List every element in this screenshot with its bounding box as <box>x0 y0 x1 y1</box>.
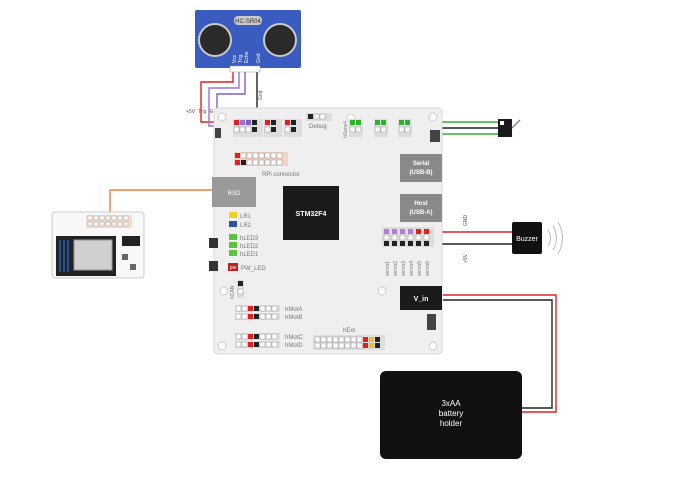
host-sublabel: (USB-A) <box>410 210 433 216</box>
rsd-label: RSD <box>228 191 241 197</box>
servo-label-2: servo2 <box>393 261 399 276</box>
wifi-module <box>51 211 145 279</box>
servo-headers[interactable] <box>382 227 434 247</box>
hsens5-header[interactable] <box>374 119 388 137</box>
led-lr2 <box>229 221 237 227</box>
pw-badge-label: pw <box>230 265 237 271</box>
hsens4-header[interactable] <box>349 119 363 137</box>
wire-label-gnd: Gnd <box>258 90 264 100</box>
led-lr1-label: LR1 <box>240 214 252 220</box>
led-lr2-label: LR2 <box>240 223 252 229</box>
mcu-chip <box>283 186 339 240</box>
led-hled3-label: hLED3 <box>240 236 259 242</box>
rsd-connector[interactable] <box>212 177 256 207</box>
ultrasonic-sensor: HC-SR04 Vcc Trig Echo Gnd <box>195 10 301 73</box>
wire-label-buzzer-5v: +5V <box>463 253 469 263</box>
debug-header[interactable] <box>306 113 332 121</box>
can-label: hCAN <box>230 285 236 299</box>
host-label: Host <box>414 201 427 207</box>
led-hled3 <box>229 234 237 240</box>
wire-vcc <box>200 72 234 123</box>
hsens1-header[interactable] <box>233 119 263 137</box>
mcu-label: STM32F4 <box>296 211 327 218</box>
hsens6-header[interactable] <box>398 119 412 137</box>
battery-label-1: 3xAA <box>441 399 461 408</box>
wire-label-5v: +5V <box>186 109 196 115</box>
battery-label-3: holder <box>440 419 463 428</box>
motor-label-b: hMotB <box>285 315 302 321</box>
battery-holder: 3xAA battery holder <box>380 371 522 459</box>
control-board: Debug hSens4 <box>209 107 443 355</box>
wire-rsd-orange <box>109 189 212 214</box>
battery-label-2: battery <box>439 409 463 418</box>
debug-label: Debug <box>309 124 327 130</box>
motor-label-a: hMotA <box>285 307 302 313</box>
servo-label-6: servo6 <box>425 261 431 276</box>
motor-header-c[interactable] <box>235 333 280 340</box>
led-hled1-label: hLED1 <box>240 252 259 258</box>
motor-label-d: hMotD <box>285 343 303 349</box>
led-hled2-label: hLED2 <box>240 244 259 250</box>
buzzer: Buzzer <box>512 221 563 255</box>
vin-connector[interactable] <box>400 286 442 310</box>
led-hled1 <box>229 250 237 256</box>
button-1[interactable] <box>209 238 218 248</box>
wire-battery-black <box>443 299 553 409</box>
sensor-pin-gnd: Gnd <box>256 53 262 63</box>
wire-label-buzzer-gnd: GND <box>463 215 469 227</box>
wire-battery-red <box>443 294 557 413</box>
hsens3-header[interactable] <box>284 119 302 137</box>
limit-switch <box>498 119 521 137</box>
rpi-label: RPi connector <box>262 172 300 178</box>
sensor-chip-label: HC-SR04 <box>235 19 261 25</box>
sensor-pin-echo: Echo <box>244 51 250 63</box>
wire-label-trig: Trig <box>198 109 207 115</box>
servo-label-1: servo1 <box>385 261 391 276</box>
power-switch[interactable] <box>427 314 436 330</box>
serial-sublabel: (USB-B) <box>410 170 433 176</box>
serial-label: Serial <box>413 161 430 167</box>
motor-label-c: hMotC <box>285 335 303 341</box>
host-port[interactable] <box>400 194 442 222</box>
buzzer-label: Buzzer <box>516 236 538 243</box>
hsens4-label: hSens4 <box>343 121 349 138</box>
servo-label-4: servo4 <box>409 261 415 276</box>
servo-label-5: servo5 <box>417 261 423 276</box>
servo-label-3: servo3 <box>401 261 407 276</box>
led-lr1 <box>229 212 237 218</box>
hsens2-header[interactable] <box>264 119 282 137</box>
sensor-pin-trig: Trig <box>238 54 244 63</box>
vin-label: V_in <box>414 296 429 303</box>
pw-led-label: PW_LED <box>241 266 266 272</box>
motor-header-a[interactable] <box>235 305 280 312</box>
pw-badge <box>228 263 238 271</box>
ext-label: hExt <box>343 328 355 334</box>
button-2[interactable] <box>209 261 218 271</box>
motor-header-b[interactable] <box>235 313 280 320</box>
can-header[interactable] <box>237 280 244 298</box>
motor-header-d[interactable] <box>235 341 280 348</box>
serial-port[interactable] <box>400 154 442 182</box>
rpi-connector[interactable] <box>234 152 288 166</box>
led-hled2 <box>229 242 237 248</box>
ext-header[interactable] <box>313 335 385 350</box>
sensor-pin-vcc: Vcc <box>232 54 238 63</box>
